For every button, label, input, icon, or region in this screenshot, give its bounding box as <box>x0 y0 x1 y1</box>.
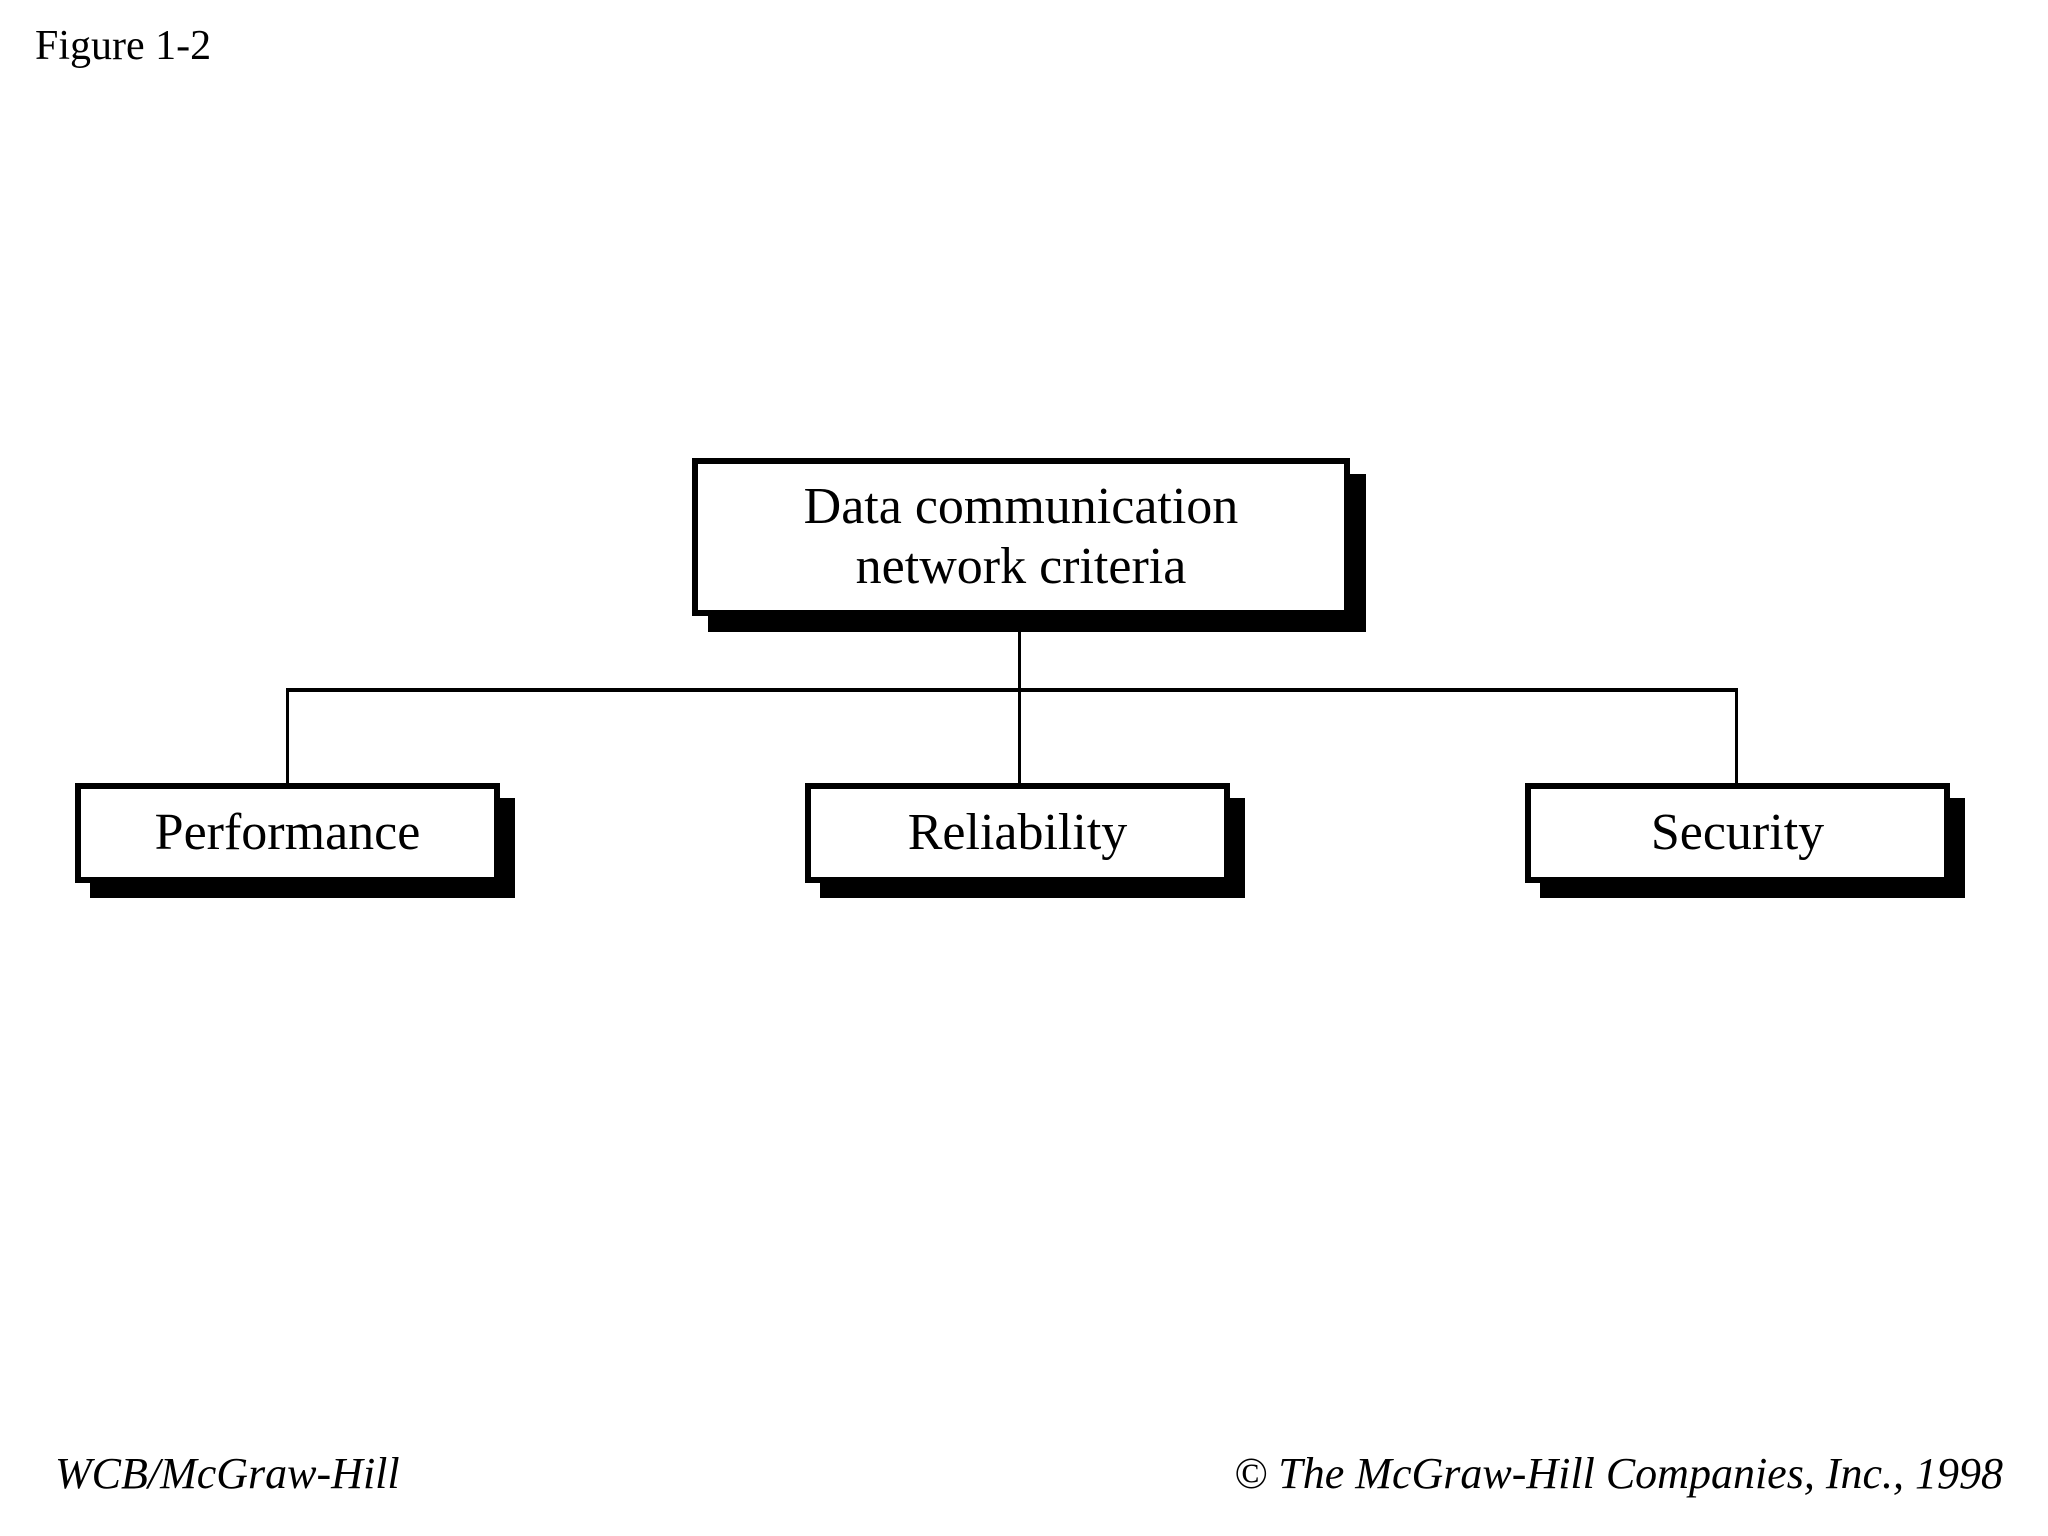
connector-drop-performance <box>286 688 289 785</box>
connector-drop-security <box>1735 688 1738 785</box>
root-node: Data communication network criteria <box>692 458 1350 616</box>
footer-publisher: WCB/McGraw-Hill <box>55 1449 400 1498</box>
node-reliability-label: Reliability <box>907 804 1128 862</box>
connector-root-stem <box>1018 616 1021 692</box>
figure-label: Figure 1-2 <box>35 23 212 69</box>
node-performance-label: Performance <box>154 804 421 862</box>
node-security-label: Security <box>1650 804 1825 862</box>
node-reliability: Reliability <box>805 783 1230 883</box>
root-node-label: Data communication network criteria <box>803 478 1239 595</box>
footer-copyright: © The McGraw-Hill Companies, Inc., 1998 <box>1233 1449 2003 1498</box>
node-security: Security <box>1525 783 1950 883</box>
connector-horizontal-rail <box>286 688 1738 692</box>
connector-drop-reliability <box>1018 688 1021 785</box>
node-performance: Performance <box>75 783 500 883</box>
